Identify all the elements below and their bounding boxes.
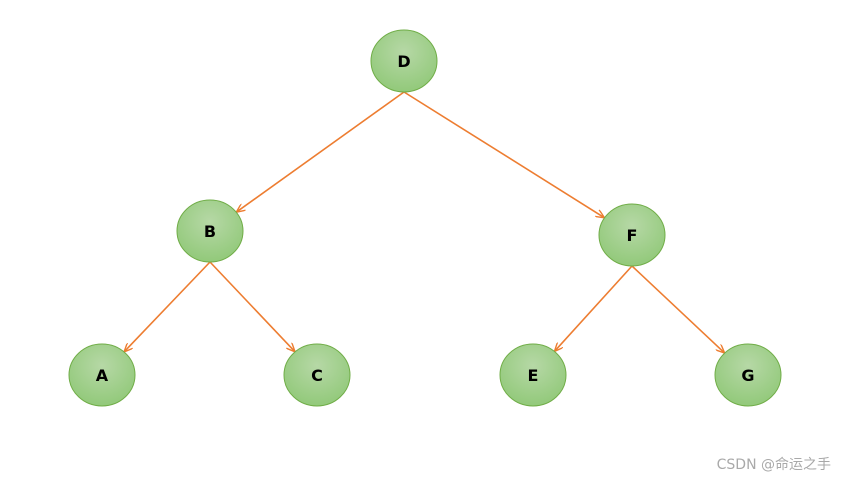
- node-circle: [283, 343, 351, 407]
- node-circle: [68, 343, 136, 407]
- tree-node-D: D: [370, 29, 438, 93]
- watermark: CSDN @命运之手: [716, 457, 831, 473]
- edge-F-E: [554, 265, 633, 351]
- node-label: C: [311, 366, 323, 385]
- node-label: D: [397, 52, 410, 71]
- tree-node-E: E: [499, 343, 567, 407]
- edge-B-A: [124, 261, 211, 352]
- edge-F-G: [631, 265, 725, 353]
- node-circle: [176, 199, 244, 263]
- node-label: F: [627, 226, 638, 245]
- edge-D-B: [236, 91, 405, 212]
- node-circle: [499, 343, 567, 407]
- node-circle: [598, 203, 666, 267]
- node-label: E: [528, 366, 539, 385]
- tree-node-G: G: [714, 343, 782, 407]
- tree-node-C: C: [283, 343, 351, 407]
- nodes-layer: D B F A C E G: [68, 29, 782, 407]
- node-circle: [370, 29, 438, 93]
- node-label: A: [96, 366, 109, 385]
- edge-B-C: [209, 261, 295, 352]
- node-label: B: [204, 222, 216, 241]
- edges-layer: [124, 91, 725, 353]
- tree-node-F: F: [598, 203, 666, 267]
- node-circle: [714, 343, 782, 407]
- tree-node-B: B: [176, 199, 244, 263]
- node-label: G: [741, 366, 754, 385]
- tree-node-A: A: [68, 343, 136, 407]
- edge-D-F: [403, 91, 605, 218]
